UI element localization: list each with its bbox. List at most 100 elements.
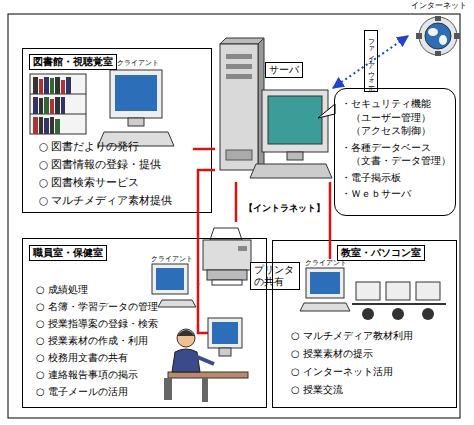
server-feature: ・セキュリティ機能 （ユーザー管理） （アクセス制御）	[341, 97, 461, 138]
task-item: ○ 授業素材の作成・利用	[36, 332, 158, 349]
task-item: ○ マルチメディア教材利用	[291, 327, 413, 345]
task-item: ○ 授業指導案の登録・検索	[36, 315, 158, 332]
person-at-computer	[208, 318, 242, 348]
network-wire	[197, 170, 215, 284]
server-computer	[268, 96, 322, 144]
node-label: クライアント	[305, 259, 347, 267]
client-computer	[110, 70, 162, 118]
node-label: インターネット	[408, 1, 470, 11]
task-item: ○ 成績処理	[36, 281, 158, 298]
task-item: ○ インターネット活用	[291, 363, 413, 381]
person-at-computer	[202, 378, 208, 402]
server-computer	[226, 150, 252, 160]
bookshelf	[33, 117, 38, 134]
server-computer	[226, 54, 252, 59]
person-at-computer	[212, 322, 238, 344]
bookshelf	[39, 79, 43, 94]
client-computer	[152, 264, 196, 307]
client-computer	[158, 300, 196, 307]
network-wire	[235, 182, 238, 222]
text-list: ○ 図書だよりの発行○ 図書情報の登録・提供○ 図書検索サービス○ マルチメディ…	[39, 137, 173, 209]
bookshelf	[55, 119, 60, 134]
firewall-box: ファイアウォール	[364, 30, 378, 92]
client-computer	[152, 264, 188, 294]
person-at-computer	[195, 356, 214, 364]
globe-icon	[428, 28, 438, 36]
bookshelf	[44, 97, 49, 114]
text-list: ○ マルチメディア教材利用○ 授業素材の提示○ インターネット活用○ 授業交流	[291, 327, 413, 399]
person-at-computer	[168, 372, 248, 378]
printer	[203, 228, 251, 285]
globe-icon	[435, 51, 441, 56]
task-item: ○ 図書検索サービス	[39, 173, 173, 191]
students-at-computers	[392, 308, 404, 320]
server-computer	[226, 74, 252, 79]
node-label: ファイアウォール	[367, 34, 374, 90]
client-pc: クライアント	[301, 259, 386, 334]
bookshelf	[30, 74, 86, 134]
printer	[207, 270, 247, 280]
bookshelf	[33, 97, 38, 114]
task-item: ○ 校務用文書の共有	[36, 349, 158, 366]
client-computer	[115, 75, 157, 111]
network-wire	[329, 182, 332, 259]
person-at-computer	[164, 318, 248, 402]
network-wire	[193, 148, 215, 151]
server-computer	[287, 152, 303, 160]
server-computer	[262, 90, 328, 152]
room-box: 教室・パソコン室○ マルチメディア教材利用○ 授業素材の提示○ インターネット活…	[272, 240, 457, 408]
globe-icon	[419, 17, 457, 55]
printer: プリンタの共有	[200, 222, 300, 304]
room-heading: 図書館・視聴覚室	[29, 54, 117, 70]
room-box: 職員室・保健室 ○ 成績処理○ 名簿・学習データの管理○ 授業指導案の登録・検索○…	[22, 238, 267, 408]
students-at-computers	[386, 282, 410, 300]
globe-icon	[439, 35, 447, 45]
globe-icon	[454, 33, 460, 39]
person-at-computer	[219, 348, 231, 356]
bookshelf	[44, 77, 49, 94]
students-at-computers	[356, 282, 380, 300]
server-computer	[226, 64, 252, 69]
server-computer	[220, 38, 264, 44]
server-computer	[220, 38, 332, 178]
bookshelf	[55, 77, 60, 94]
server: サーバ	[215, 40, 333, 182]
students-at-computers	[352, 282, 446, 320]
outer-frame	[8, 14, 460, 418]
person-at-computer	[177, 329, 195, 347]
bookshelf	[55, 97, 60, 114]
bookshelf	[61, 80, 65, 94]
room-heading: 職員室・保健室	[29, 245, 107, 261]
students-at-computers	[352, 303, 446, 305]
text-list: ○ 成績処理○ 名簿・学習データの管理○ 授業指導案の登録・検索○ 授業素材の作…	[36, 281, 158, 400]
server-feature: ・電子掲示板	[341, 171, 461, 185]
client-computer	[156, 268, 184, 290]
node-label: プリンタの共有	[250, 262, 300, 290]
network-wire	[198, 283, 208, 333]
server-feature: ・各種データベース （文書・データ管理）	[341, 141, 461, 168]
bookshelf	[33, 77, 38, 94]
students-at-computers	[422, 308, 434, 320]
task-item: ○ 授業交流	[291, 381, 413, 399]
students-at-computers	[416, 282, 440, 300]
client-pc: クライアント	[141, 255, 197, 313]
server-feature: ・Ｗｅｂサーバ	[341, 187, 461, 201]
node-label: サーバ	[265, 62, 303, 78]
server-computer	[220, 44, 258, 170]
server-computer	[250, 164, 332, 178]
internet-link	[333, 36, 408, 88]
person-at-computer	[172, 349, 200, 372]
bookshelf	[44, 118, 49, 134]
bookshelf	[50, 78, 54, 94]
client-computer	[98, 70, 174, 146]
task-item: ○ 電子メールの活用	[36, 383, 158, 400]
students-at-computers	[362, 308, 374, 320]
callout-pointer	[318, 104, 335, 118]
room-box: 図書館・視聴覚室 ○ 図書だよりの発行○ 図書情報の登録・提供○ 図書検索サービス…	[22, 48, 212, 213]
bookshelf	[30, 74, 86, 134]
bookshelf	[61, 97, 65, 114]
client-computer	[306, 268, 344, 298]
person-at-computer	[164, 378, 172, 400]
text-list: ・セキュリティ機能 （ユーザー管理） （アクセス制御） ・各種データベース （文書…	[341, 97, 461, 204]
